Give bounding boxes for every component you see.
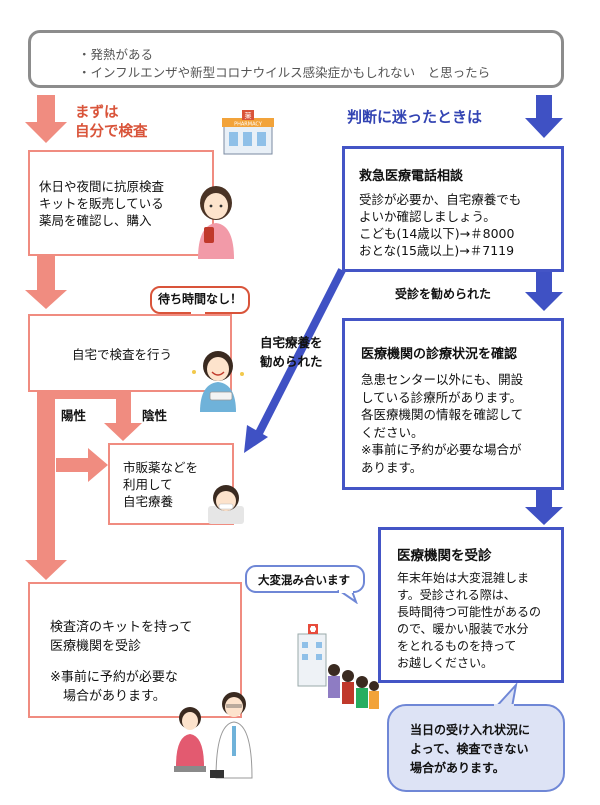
- left-heading: まずは 自分で検査: [75, 105, 148, 140]
- right-heading: 判断に迷ったときは: [347, 108, 483, 126]
- no-wait-bubble: 待ち時間なし！: [150, 286, 250, 314]
- check-clinic-status-title: 医療機関の診療状況を確認: [361, 347, 518, 362]
- home-test-box: 自宅で検査を行う: [28, 314, 232, 392]
- crowded-bubble: 大変混み合います: [244, 564, 368, 604]
- positive-label: 陽性: [61, 408, 87, 423]
- emergency-phone-body: 受診が必要か、自宅療養でも よいか確認しましょう。 こども(14歳以下)→＃80…: [359, 192, 522, 258]
- emergency-phone-title: 救急医療電話相談: [359, 169, 464, 184]
- pharmacy-icon: 薬 PHARMACY: [220, 110, 276, 158]
- recommend-home-label: 自宅療養を 勧められた: [260, 335, 323, 369]
- pharmacy-kanji: 薬: [245, 111, 252, 120]
- header-line-fever: ・発熱がある: [78, 47, 154, 62]
- purchase-kit-box: 休日や夜間に抗原検査 キットを販売している 薬局を確認し、購入: [28, 150, 214, 256]
- check-clinic-status-box: 医療機関の診療状況を確認 急患センター以外にも、開設 している診療所があります。…: [342, 318, 564, 490]
- arrow-negative: [104, 389, 142, 441]
- arrow-right-3: [525, 488, 563, 525]
- visit-clinic-box: 検査済のキットを持って 医療機関を受診 ※事前に予約が必要な 場合があります。: [28, 582, 242, 718]
- home-test-text: 自宅で検査を行う: [72, 347, 173, 362]
- visit-clinic-note: ※事前に予約が必要な 場合があります。: [50, 670, 178, 704]
- person-with-phone-icon: [192, 185, 240, 259]
- arrow-top-left: [25, 95, 67, 143]
- home-care-text: 市販薬などを 利用して 自宅療養: [123, 460, 199, 509]
- arrow-diagonal-head: [244, 425, 268, 453]
- acceptance-note-text: 当日の受け入れ状況に よって、検査できない 場合があります。: [410, 723, 531, 775]
- crowded-text: 大変混み合います: [258, 573, 350, 587]
- header-box: [28, 30, 564, 88]
- arrow-left-2: [25, 255, 67, 309]
- sick-person-icon: [206, 480, 246, 526]
- person-testing-icon: [190, 350, 248, 412]
- emergency-phone-box: 救急医療電話相談 受診が必要か、自宅療養でも よいか確認しましょう。 こども(1…: [342, 146, 564, 272]
- visit-clinic-text: 検査済のキットを持って 医療機関を受診: [50, 620, 193, 654]
- arrow-positive: [25, 389, 67, 580]
- purchase-kit-text: 休日や夜間に抗原検査 キットを販売している 薬局を確認し、購入: [39, 179, 165, 228]
- check-clinic-status-body: 急患センター以外にも、開設 している診療所があります。 各医療機関の情報を確認し…: [361, 372, 524, 475]
- visit-hospital-body: 年末年始は大変混雑しま す。受診される際は、 長時間待つ可能性があるの ので、暖…: [397, 571, 542, 670]
- doctor-patient-icon: [170, 688, 260, 780]
- recommend-visit-label: 受診を勧められた: [395, 287, 492, 301]
- arrow-top-right: [525, 95, 563, 138]
- arrow-into-home-care: [56, 448, 108, 482]
- negative-label: 陰性: [142, 408, 168, 423]
- visit-hospital-box: 医療機関を受診 年末年始は大変混雑しま す。受診される際は、 長時間待つ可能性が…: [378, 527, 564, 683]
- arrow-right-2: [525, 270, 563, 311]
- pharmacy-sign-text: PHARMACY: [234, 122, 263, 128]
- no-wait-text: 待ち時間なし！: [157, 292, 242, 306]
- visit-hospital-title: 医療機関を受診: [397, 548, 492, 564]
- header-line-infection: ・インフルエンザや新型コロナウイルス感染症かもしれない と思ったら: [78, 65, 491, 80]
- acceptance-note-bubble: 当日の受け入れ状況に よって、検査できない 場合があります。: [386, 683, 566, 793]
- hospital-queue-icon: [290, 620, 380, 710]
